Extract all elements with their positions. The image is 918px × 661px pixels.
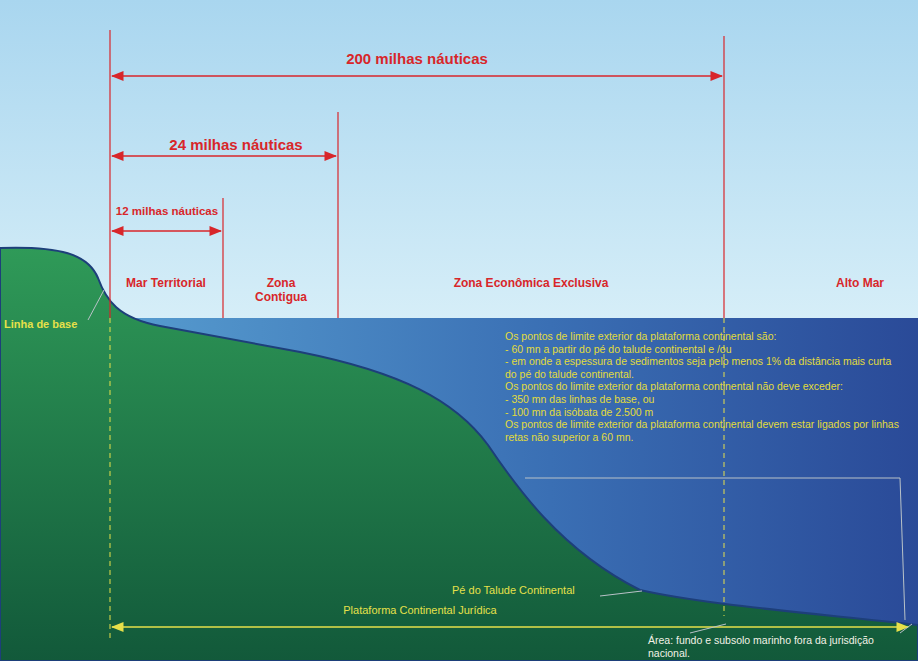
dimension-label: 24 milhas náuticas — [136, 136, 336, 154]
sky — [0, 0, 918, 320]
seabed-land — [0, 248, 918, 661]
note-text: - 60 mn a partir do pé do talude contine… — [505, 343, 905, 356]
zone-label: Alto Mar — [835, 276, 885, 290]
note-text: Os pontos de limite exterior da platafor… — [505, 330, 905, 343]
dimension-label: 200 milhas náuticas — [317, 50, 517, 68]
dimension-label: 12 milhas náuticas — [112, 205, 222, 219]
note-text: Os pontos de limite exterior da platafor… — [505, 418, 905, 443]
slope-foot-label: Pé do Talude Continental — [452, 584, 602, 597]
area-note: Área: fundo e subsolo marinho fora da ju… — [648, 634, 910, 659]
note-text: - 350 mn das linhas de base, ou — [505, 393, 905, 406]
baseline-label: Linha de base — [4, 318, 94, 331]
zone-label: Mar Territorial — [120, 276, 212, 290]
zone-label: Zona Econômica Exclusiva — [451, 276, 611, 290]
shelf-label: Plataforma Continental Jurídica — [300, 604, 540, 617]
note-text: Os pontos do limite exterior da platafor… — [505, 380, 905, 393]
zone-label: Zona Contigua — [240, 276, 322, 305]
note-text: - 100 mn da isóbata de 2.500 m — [505, 406, 905, 419]
note-text: - em onde a espessura de sedimentos seja… — [505, 355, 905, 380]
